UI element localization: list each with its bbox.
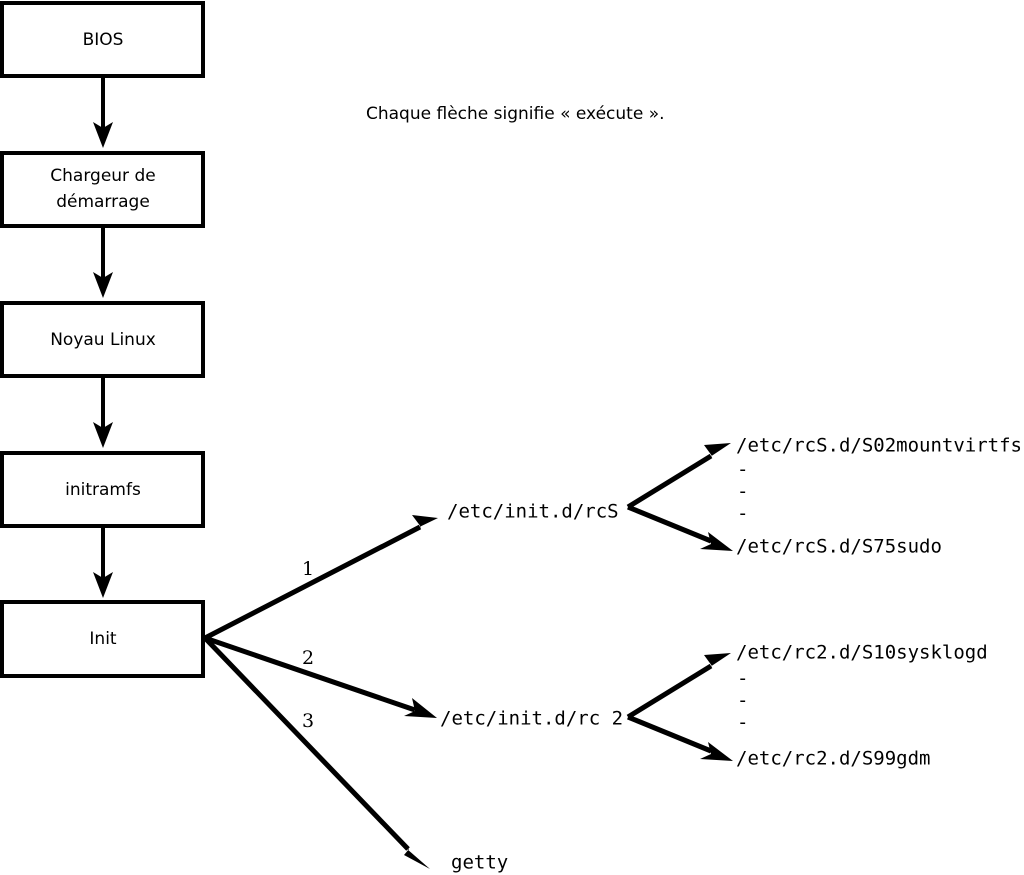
arrow-rc2-to-first-script-head — [701, 653, 731, 673]
box-kernel: Noyau Linux — [0, 301, 205, 378]
arrow-rc2-to-last-script-head — [700, 742, 733, 761]
arrow-bootloader-to-kernel-head — [93, 272, 113, 298]
rcs-ellipsis-dash-1: - — [737, 459, 748, 481]
box-kernel-label: Noyau Linux — [50, 330, 156, 350]
branch-2-number: 2 — [302, 647, 314, 669]
arrow-init-to-rcs-line — [203, 524, 422, 641]
arrow-rcs-to-last-script-head — [700, 532, 733, 551]
arrow-rcs-to-first-script — [626, 443, 731, 510]
arrow-init-to-rcs — [203, 515, 438, 641]
box-bios-label: BIOS — [83, 30, 124, 50]
box-bootloader-label-line2: démarrage — [56, 192, 150, 212]
rcs-ellipsis-dash-3: - — [737, 503, 748, 525]
arrow-rc2-to-last-script-line — [627, 714, 712, 754]
arrow-rcs-to-last-script — [627, 504, 733, 551]
box-bios-rect — [0, 1, 205, 78]
box-init: Init — [0, 600, 205, 678]
arrow-rcs-to-last-script-line — [627, 504, 712, 544]
label-getty: getty — [451, 852, 508, 874]
arrow-init-to-getty-line — [203, 636, 410, 851]
label-rc2-script-first: /etc/rc2.d/S10sysklogd — [736, 642, 988, 664]
label-rcs-script-first: /etc/rcS.d/S02mountvirtfs — [736, 435, 1022, 457]
arrow-init-to-rc2 — [204, 635, 437, 718]
arrow-init-to-rc2-head — [404, 698, 437, 718]
label-rcs-script-last: /etc/rcS.d/S75sudo — [736, 536, 942, 558]
arrow-kernel-to-initramfs — [93, 376, 113, 448]
rc2-ellipsis-dash-1: - — [737, 668, 748, 690]
arrow-init-to-rcs-head — [409, 515, 438, 532]
box-initramfs-rect — [0, 451, 205, 528]
arrow-bios-to-bootloader — [93, 76, 113, 148]
box-initramfs: initramfs — [0, 451, 205, 528]
arrow-init-to-getty — [203, 636, 430, 869]
arrow-rcs-to-first-script-line — [626, 453, 713, 510]
arrow-bootloader-to-kernel — [93, 226, 113, 298]
diagram-caption: Chaque flèche signifie « exécute ». — [366, 104, 665, 124]
box-init-label: Init — [89, 629, 117, 649]
box-init-rect — [0, 600, 205, 678]
box-initramfs-label: initramfs — [65, 480, 141, 500]
arrow-init-to-rc2-line — [204, 635, 416, 713]
arrow-rc2-to-first-script-line — [626, 663, 713, 720]
box-bootloader: Chargeur de démarrage — [0, 151, 205, 228]
arrow-rc2-to-last-script — [627, 714, 733, 761]
arrow-initramfs-to-init-head — [93, 572, 113, 598]
label-init-d-rc2: /etc/init.d/rc 2 — [440, 708, 623, 730]
box-bios: BIOS — [0, 1, 205, 78]
arrow-kernel-to-initramfs-head — [93, 422, 113, 448]
arrow-rcs-to-first-script-head — [701, 443, 731, 463]
arrow-init-to-getty-head — [399, 842, 430, 869]
arrow-rc2-to-first-script — [626, 653, 731, 720]
branch-3-number: 3 — [302, 710, 314, 732]
rc2-ellipsis-dash-3: - — [737, 712, 748, 734]
branch-1-number: 1 — [302, 558, 314, 580]
box-bootloader-label-line1: Chargeur de — [50, 166, 155, 186]
arrow-bios-to-bootloader-head — [93, 122, 113, 148]
rcs-ellipsis-dash-2: - — [737, 481, 748, 503]
arrow-initramfs-to-init — [93, 526, 113, 598]
rc2-ellipsis-dash-2: - — [737, 690, 748, 712]
label-rc2-script-last: /etc/rc2.d/S99gdm — [736, 748, 930, 770]
box-bootloader-rect — [0, 151, 205, 228]
label-init-d-rcs: /etc/init.d/rcS — [447, 501, 619, 523]
